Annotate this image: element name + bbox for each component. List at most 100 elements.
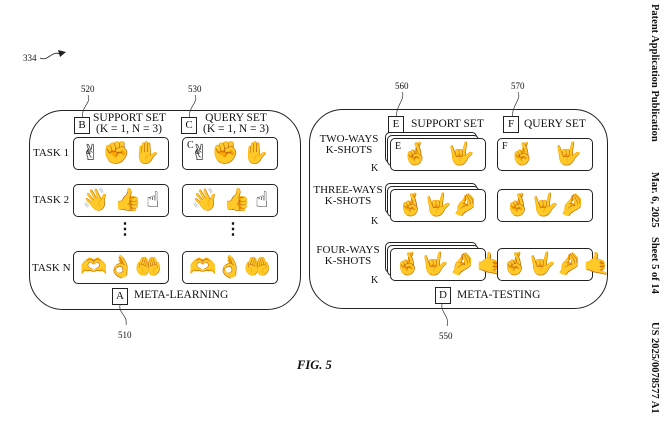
hand-gesture-icon: ☝ — [255, 187, 269, 213]
task-1-support-row: ✌ ✊ ✋ — [73, 137, 169, 170]
hand-gesture-icon: 🤞 — [508, 141, 536, 167]
task-n-label: TASK N — [32, 262, 71, 274]
hand-gesture-icon: 🫶 — [189, 254, 217, 280]
publication-number: US 2025/0078577 A1 — [649, 322, 660, 414]
hand-gesture-icon: 🤟 — [447, 141, 475, 167]
task-1-label: TASK 1 — [33, 147, 70, 159]
two-ways-query-row: F 🤞 🤟 — [497, 138, 593, 171]
leader-line-510 — [119, 304, 127, 326]
hand-gesture-icon: 🤟 — [421, 251, 449, 277]
k-label: K — [371, 163, 379, 174]
leader-line-520 — [82, 94, 90, 120]
two-ways-label: TWO-WAYS K-SHOTS — [318, 134, 380, 156]
leader-line-550 — [441, 303, 448, 327]
hand-gesture-icon: 🤌 — [448, 251, 477, 277]
hand-gesture-icon: 🤟 — [531, 192, 559, 218]
hand-gesture-icon: ✋ — [133, 140, 161, 166]
three-ways-support-row: 🤞 🤟 🤌 — [390, 189, 486, 222]
hand-gesture-icon: 🤞 — [397, 192, 425, 218]
support-set-ref: 520 — [81, 84, 95, 94]
publication-date: Mar. 6, 2025 — [649, 172, 660, 228]
ellipsis-query: ⋮ — [225, 221, 241, 238]
hand-gesture-icon: ☝ — [146, 187, 160, 213]
two-ways-label-line2: K-SHOTS — [325, 144, 373, 156]
three-ways-label: THREE-WAYS K-SHOTS — [312, 185, 384, 207]
query-set-title-line2: (K = 1, N = 3) — [203, 123, 269, 135]
hand-gesture-icon: 🤙 — [476, 251, 504, 277]
ellipsis-support: ⋮ — [117, 221, 133, 238]
meta-learning-letter-box: A — [112, 288, 128, 305]
k-label: K — [371, 216, 379, 227]
hand-gesture-icon: 👍 — [114, 187, 142, 213]
task-1-query-row: C ✌ ✊ ✋ — [182, 137, 278, 170]
query-set-title: QUERY SET — [524, 118, 586, 130]
query-set-ref: 570 — [511, 81, 525, 91]
hand-gesture-icon: 👌 — [107, 254, 135, 280]
hand-gesture-icon: 🤟 — [554, 141, 582, 167]
query-set-title: QUERY SET (K = 1, N = 3) — [203, 112, 269, 135]
support-set-title: SUPPORT SET (K = 1, N = 3) — [93, 112, 166, 135]
task-2-label: TASK 2 — [33, 194, 70, 206]
two-ways-support-row: E 🤞 🤟 — [390, 138, 486, 171]
hand-gesture-icon: 🤲 — [243, 254, 272, 280]
query-set-letter-box: F — [503, 116, 519, 133]
support-set-title-line1: SUPPORT SET — [93, 112, 166, 124]
hand-gesture-icon: 🤞 — [394, 251, 422, 277]
hand-gesture-icon: 🤞 — [504, 192, 532, 218]
query-set-ref: 530 — [188, 84, 202, 94]
query-set-title-line1: QUERY SET — [205, 112, 267, 124]
hand-gesture-icon: 👍 — [223, 187, 251, 213]
two-ways-label-line1: TWO-WAYS — [319, 133, 379, 145]
support-set-title: SUPPORT SET — [411, 118, 484, 130]
meta-testing-panel — [309, 109, 608, 309]
hand-gesture-icon: 🤌 — [451, 192, 480, 218]
query-corner-letter: C — [187, 140, 194, 151]
hand-gesture-icon: 🤲 — [134, 254, 163, 280]
meta-learning-ref: 510 — [118, 330, 132, 340]
sheet-number: Sheet 5 of 14 — [649, 237, 660, 294]
meta-testing-title: META-TESTING — [457, 289, 541, 301]
four-ways-label-line1: FOUR-WAYS — [316, 244, 380, 256]
three-ways-label-line2: K-SHOTS — [324, 195, 372, 207]
hand-gesture-icon: ✌ — [81, 140, 100, 166]
figure-caption: FIG. 5 — [297, 358, 332, 372]
query-set-letter-box: C — [181, 117, 197, 134]
support-set-ref: 560 — [395, 81, 409, 91]
task-2-query-row: 👋 👍 ☝ — [182, 184, 278, 217]
meta-testing-letter-box: D — [435, 287, 451, 304]
support-set-letter-box: E — [388, 116, 404, 133]
four-ways-label: FOUR-WAYS K-SHOTS — [315, 245, 381, 267]
hand-gesture-icon: 👋 — [191, 187, 219, 213]
hand-gesture-icon: ✊ — [211, 140, 240, 166]
hand-gesture-icon: 🤙 — [583, 251, 611, 277]
leader-line-530 — [189, 94, 197, 120]
hand-gesture-icon: 👋 — [82, 187, 110, 213]
task-2-support-row: 👋 👍 ☝ — [73, 184, 169, 217]
publication-type: Patent Application Publication — [649, 4, 660, 142]
hand-gesture-icon: 🤟 — [424, 192, 452, 218]
hand-gesture-icon: ✊ — [102, 140, 131, 166]
k-label: K — [371, 275, 379, 286]
support-set-letter-box: B — [74, 117, 90, 134]
support-set-title-line2: (K = 1, N = 3) — [96, 123, 162, 135]
hand-gesture-icon: ✋ — [242, 140, 270, 166]
support-corner-letter: E — [395, 141, 402, 152]
hand-gesture-icon: 🤞 — [401, 141, 429, 167]
patent-header-sidebar: Patent Application Publication Mar. 6, 2… — [644, 0, 660, 429]
meta-learning-panel — [29, 110, 301, 310]
four-ways-label-line2: K-SHOTS — [324, 255, 372, 267]
hand-gesture-icon: 🫶 — [80, 254, 108, 280]
hand-gesture-icon: 🤟 — [528, 251, 556, 277]
four-ways-query-row: 🤞 🤟 🤌 🤙 — [497, 248, 611, 281]
meta-testing-ref: 550 — [439, 331, 453, 341]
task-n-support-row: 🫶 👌 🤲 — [73, 251, 169, 284]
ref-arrow-icon — [39, 50, 66, 60]
meta-learning-title: META-LEARNING — [134, 289, 229, 301]
query-corner-letter: F — [502, 141, 508, 152]
hand-gesture-icon: 🤌 — [558, 192, 587, 218]
four-ways-support-row: 🤞 🤟 🤌 🤙 — [390, 248, 504, 281]
task-n-query-row: 🫶 👌 🤲 — [182, 251, 278, 284]
three-ways-label-line1: THREE-WAYS — [313, 184, 383, 196]
three-ways-query-row: 🤞 🤟 🤌 — [497, 189, 593, 222]
hand-gesture-icon: 👌 — [216, 254, 244, 280]
